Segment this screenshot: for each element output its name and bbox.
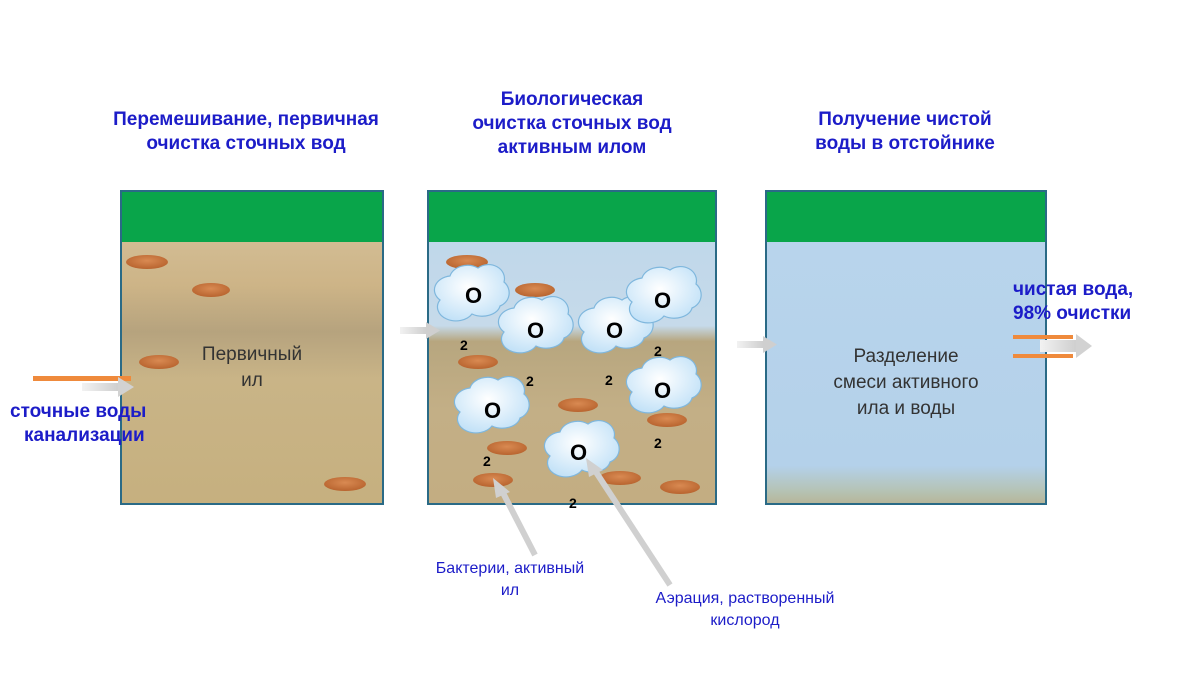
bubble-icon	[625, 266, 702, 324]
bubble-icon	[543, 420, 620, 478]
bubble-icon	[497, 296, 574, 354]
sludge-disc	[515, 283, 555, 297]
oxygen-atom: O	[654, 378, 671, 403]
oxygen-subscript: 2	[605, 372, 613, 388]
bubble-icon	[453, 376, 530, 434]
bubble-icon	[625, 356, 702, 414]
sludge-disc	[487, 441, 527, 455]
separation-label: Разделение смеси активного ила и воды	[833, 346, 979, 419]
bacteria-note: Бактерии, активный ил	[435, 560, 585, 599]
sludge-disc	[558, 398, 598, 412]
sludge-disc	[647, 413, 687, 427]
flow-arrow	[400, 322, 440, 339]
oxygen-subscript: 2	[654, 435, 662, 451]
sludge-disc	[126, 255, 168, 269]
sludge-disc	[660, 480, 700, 494]
oxygen-atom: O	[465, 283, 482, 308]
sludge-disc	[446, 255, 488, 269]
stage3-heading: Получение чистой воды в отстойнике	[815, 109, 995, 154]
outflow-pipe	[1013, 334, 1092, 358]
oxygen-subscript: 2	[526, 373, 534, 389]
bubble-icon	[433, 264, 510, 322]
sludge-discs	[126, 255, 700, 494]
oxygen-atom: O	[484, 398, 501, 423]
sludge-disc	[458, 355, 498, 369]
sludge-disc	[192, 283, 230, 297]
oxygen-atom: O	[570, 440, 587, 465]
tank-lid	[767, 192, 1045, 242]
primary-tank: Первичный ил	[120, 190, 384, 505]
oxygen-subscript: 2	[654, 343, 662, 359]
bacteria-pointer	[493, 478, 538, 557]
primary-sludge-label: Первичный ил	[201, 344, 303, 391]
oxygen-subscript: 2	[460, 337, 468, 353]
inflow-pipe	[33, 376, 134, 397]
oxygen-atom: O	[606, 318, 623, 343]
sludge-disc	[473, 473, 513, 487]
oxygen-subscript: 2	[569, 495, 577, 511]
oxygen-subscript: 2	[483, 453, 491, 469]
inflow-label: сточные воды канализации	[10, 401, 147, 446]
oxygen-bubbles	[433, 264, 702, 478]
aeration-pointer	[586, 458, 673, 587]
settling-tank: Разделение смеси активного ила и воды	[765, 190, 1047, 505]
sludge-disc	[599, 471, 641, 485]
sludge-disc	[324, 477, 366, 491]
oxygen-atom: O	[527, 318, 544, 343]
aeration-note: Аэрация, растворенный кислород	[655, 590, 835, 629]
outflow-label: чистая вода, 98% очистки	[1013, 279, 1134, 324]
flow-arrow	[737, 336, 777, 353]
tank-lid	[429, 192, 715, 242]
stage2-heading: Биологическая очистка сточных вод активн…	[472, 89, 672, 158]
oxygen-atom: O	[654, 288, 671, 313]
sludge-disc	[139, 355, 179, 369]
stage1-heading: Перемешивание, первичная очистка сточных…	[113, 109, 379, 154]
tank-lid	[122, 192, 382, 242]
